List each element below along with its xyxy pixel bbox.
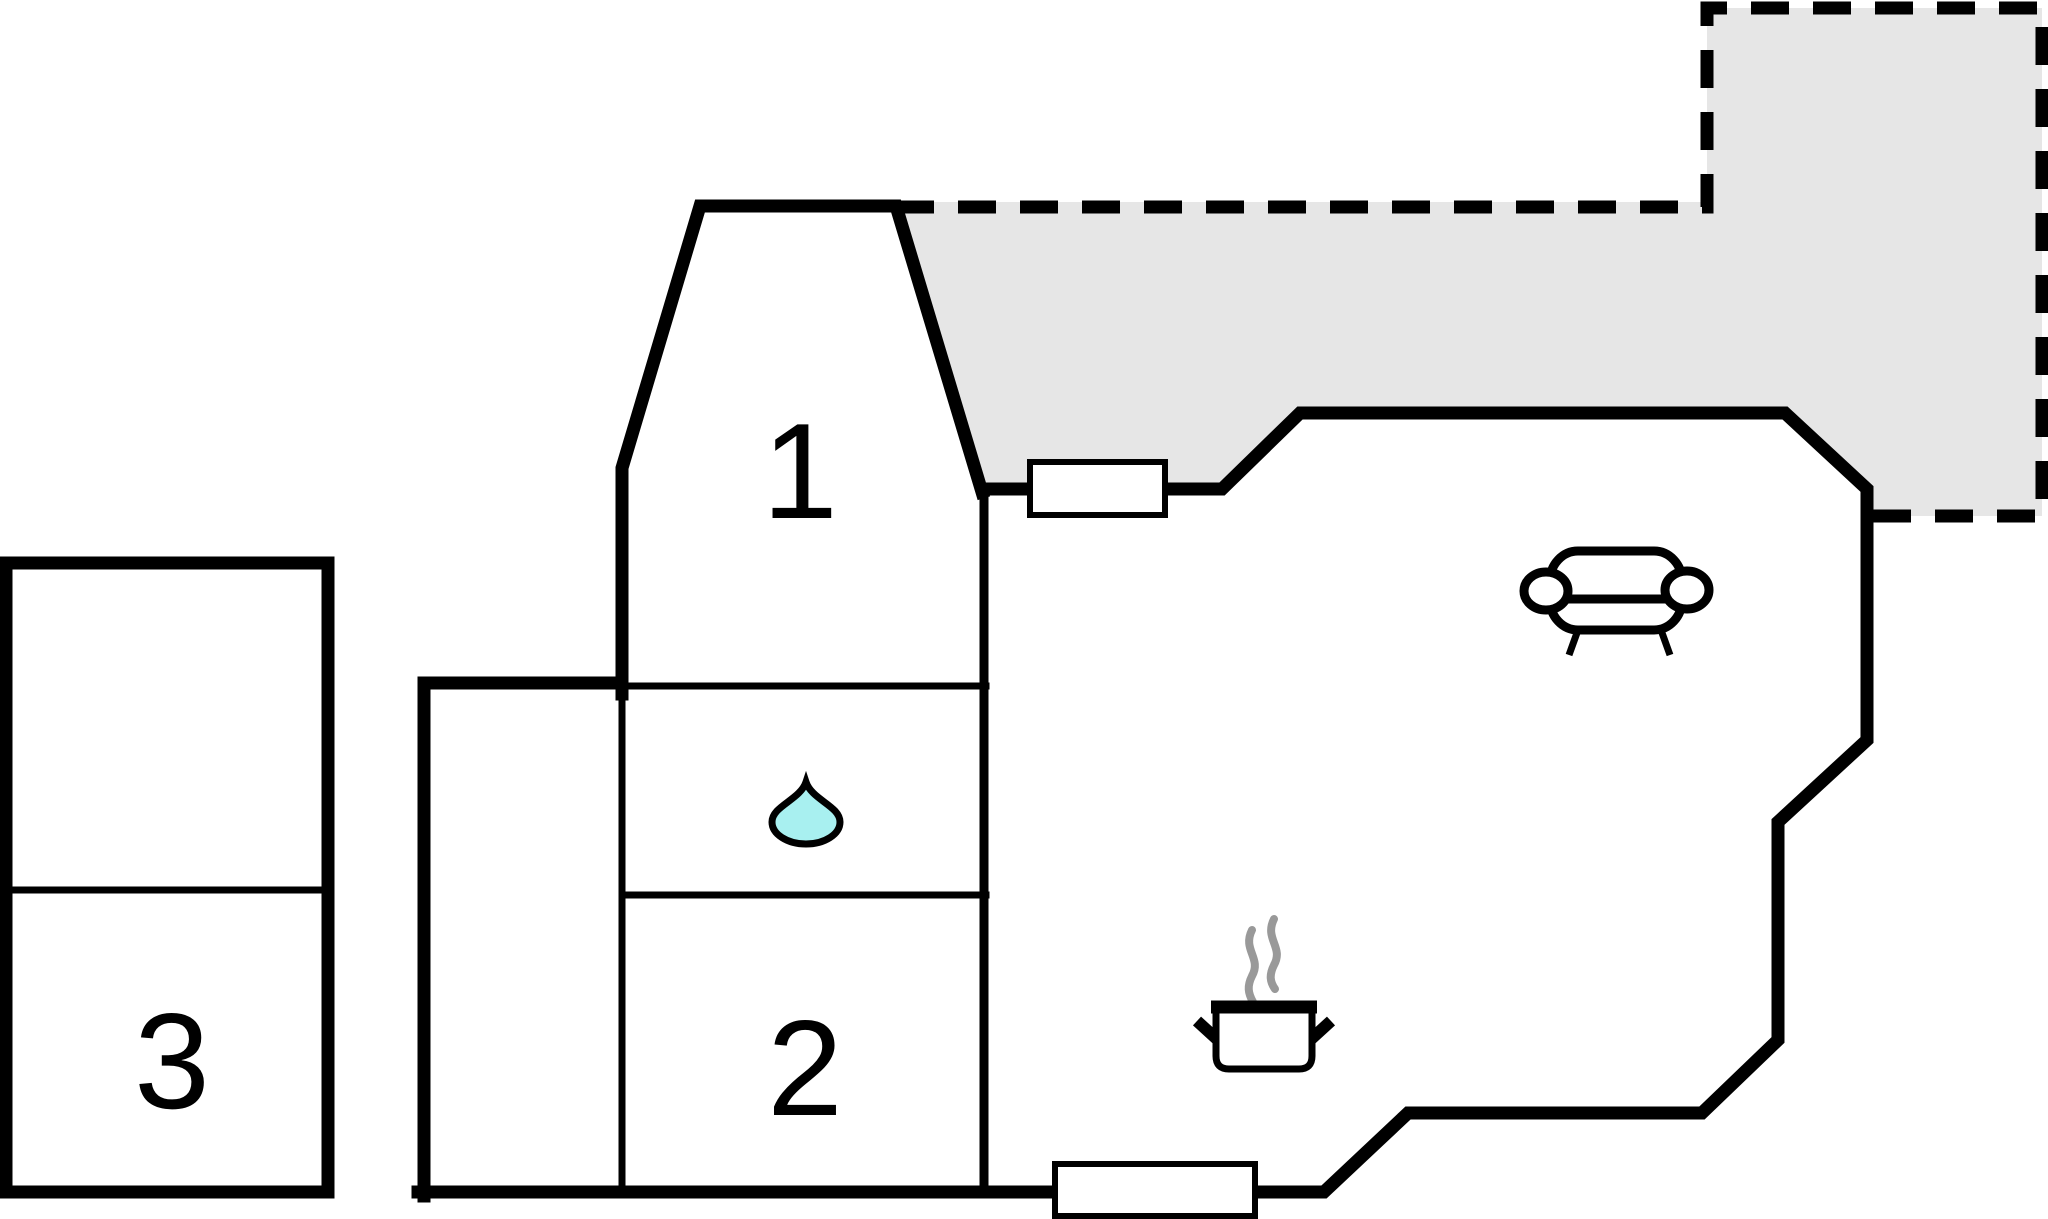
room-1-wall: [615, 199, 991, 701]
sofa-icon: [1519, 546, 1714, 657]
terrace-area: [896, 8, 2042, 516]
room-2-label: 2: [767, 992, 843, 1144]
terrace-dashed-border: [896, 1, 2048, 523]
cooking-pot-icon: [1192, 915, 1336, 1073]
hallway-floor: [424, 683, 622, 1192]
sofa-leg-right: [1657, 628, 1674, 657]
pot-body: [1212, 1003, 1316, 1073]
living-room-wall: [977, 406, 1874, 1199]
hallway-wall: [417, 676, 629, 1203]
sofa-armrest-left: [1519, 567, 1573, 615]
room-1-column-floor: [622, 206, 982, 1192]
sofa-armrest-right: [1660, 566, 1714, 614]
steam-line-left: [1244, 926, 1259, 1006]
room-1-label: 1: [762, 395, 838, 547]
door-bottom: [1052, 1161, 1258, 1219]
water-drop-icon: [768, 770, 844, 848]
door-top: [1027, 459, 1168, 518]
room-3-label: 3: [134, 985, 210, 1137]
steam-line-right: [1266, 915, 1281, 993]
room-3-outline: [0, 556, 335, 1199]
